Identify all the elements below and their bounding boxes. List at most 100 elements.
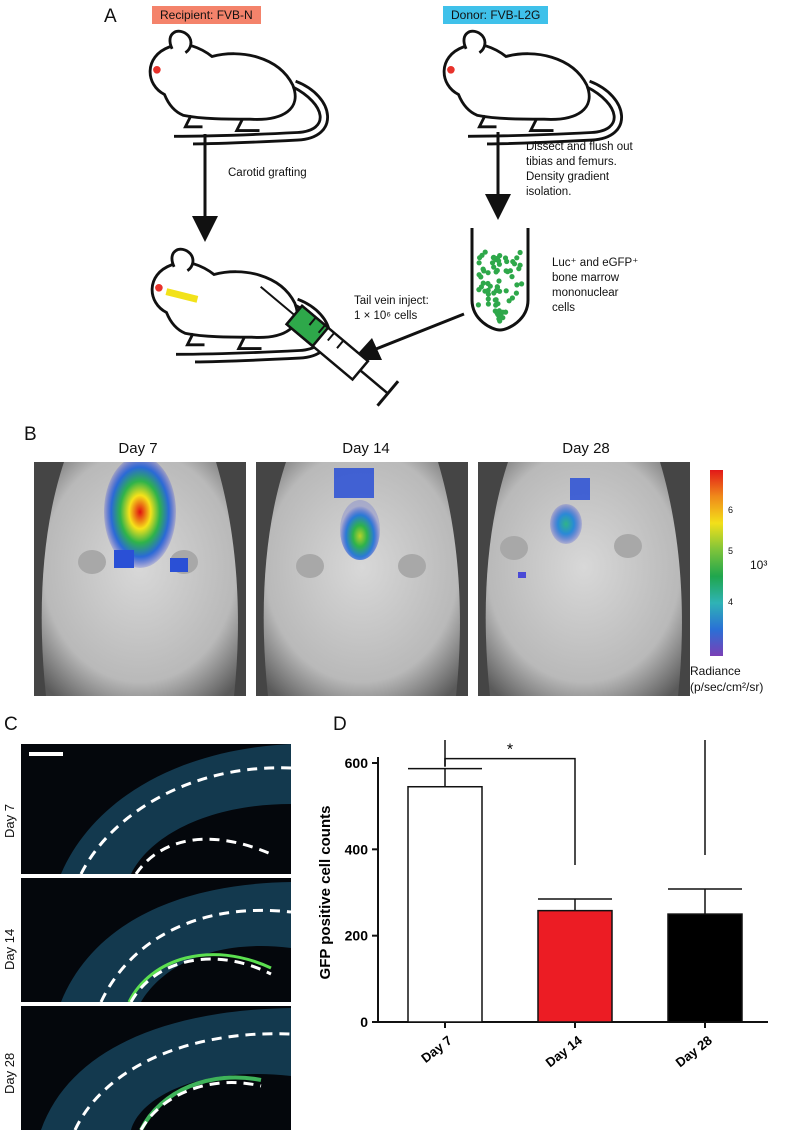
cell-dot (510, 259, 516, 265)
radiance-line-1: Radiance (690, 664, 741, 678)
inject-note: Tail vein inject: 1 × 10⁶ cells (354, 294, 429, 324)
cell-dot (485, 270, 491, 276)
colorbar-tick-5: 5 (728, 546, 734, 556)
bar-day14 (537, 909, 613, 1023)
cell-dot (514, 255, 520, 261)
cells-note: Luc⁺ and eGFP⁺ bone marrow mononuclear c… (552, 256, 638, 316)
bar-day28 (667, 913, 743, 1023)
inject-line-2: 1 × 10⁶ cells (354, 310, 418, 322)
micrograph-day14 (21, 878, 291, 1002)
micrograph-day28 (21, 1006, 291, 1130)
cell-dot (485, 301, 491, 307)
syringe-icon (260, 285, 400, 407)
cell-dot (487, 283, 493, 289)
radiance-colorbar (710, 470, 723, 656)
panel-b-day14-title: Day 14 (342, 440, 390, 457)
cell-dot (498, 314, 504, 320)
cell-dot (491, 264, 497, 270)
cell-dot (503, 288, 509, 294)
cell-dot (485, 296, 491, 302)
cell-dot (475, 302, 481, 308)
cell-dot (495, 301, 501, 307)
panel-d-letter: D (333, 714, 347, 735)
donor-mouse-icon (442, 29, 624, 146)
cell-dot (500, 309, 506, 315)
x-tick-label: Day 14 (543, 1032, 586, 1070)
dissect-note: Dissect and flush out tibias and femurs.… (526, 140, 633, 200)
cell-dot (482, 249, 488, 255)
cell-dot (494, 284, 500, 290)
bar-day7 (407, 785, 483, 1023)
cell-dot (477, 255, 483, 261)
scale-bar (29, 752, 63, 756)
significance-bracket (444, 740, 706, 856)
cell-dot (509, 274, 515, 280)
cell-dot (502, 255, 509, 261)
cell-dot (485, 287, 491, 293)
panel-b-letter: B (24, 424, 37, 445)
cell-dot (506, 298, 512, 304)
cell-dot (516, 266, 522, 272)
dissect-line-3: Density gradient (526, 171, 610, 183)
cell-dot (476, 260, 482, 266)
colorbar-tick-6: 6 (728, 505, 734, 515)
cell-dot (514, 282, 520, 288)
cell-dot (489, 260, 496, 266)
panel-a-letter: A (104, 6, 117, 27)
dissect-line-2: tibias and femurs. (526, 156, 617, 168)
cell-dot (478, 274, 484, 280)
cell-dots (475, 249, 525, 324)
radiance-label: Radiance (p/sec/cm²/sr) (690, 663, 763, 695)
cell-dot (519, 281, 525, 287)
cells-line-2: bone marrow (552, 272, 620, 284)
recipient-mouse-icon (148, 29, 330, 146)
inject-line-1: Tail vein inject: (354, 295, 429, 307)
dissect-line-1: Dissect and flush out (526, 141, 633, 153)
cell-dot (491, 290, 497, 296)
carotid-label: Carotid grafting (228, 167, 307, 179)
bli-image-day28 (478, 462, 690, 696)
y-axis-label: GFP positive cell counts (317, 806, 334, 980)
cell-dot (492, 308, 498, 314)
donor-tag: Donor: FVB-L2G (443, 6, 549, 24)
cell-dot (491, 254, 497, 260)
schematic-diagram (148, 29, 624, 407)
colorbar-unit: 10³ (750, 558, 768, 572)
cell-dot (476, 287, 482, 293)
significance-star: * (507, 742, 513, 759)
bli-image-day14 (256, 462, 468, 696)
cells-line-1: Luc⁺ and eGFP⁺ (552, 257, 639, 269)
dissect-line-4: isolation. (526, 186, 572, 198)
cell-dot (481, 268, 487, 274)
micrograph-day28-label: Day 28 (2, 1052, 17, 1094)
arrow-carotid-head (192, 216, 218, 242)
cell-dot (494, 267, 500, 274)
cell-dot (503, 268, 509, 274)
y-tick-label: 0 (360, 1014, 368, 1030)
carotid-graft-mark (165, 288, 199, 303)
arrow-inject (375, 312, 465, 351)
cell-dot (507, 268, 513, 274)
panel-c-letter: C (4, 714, 18, 735)
cells-line-3: mononuclear (552, 287, 619, 299)
cell-dot (496, 278, 502, 284)
panel-b-day7-title: Day 7 (118, 440, 158, 457)
cell-dot (480, 280, 486, 286)
micrograph-day14-label: Day 14 (2, 928, 17, 970)
cell-dot (517, 249, 523, 256)
radiance-line-2: (p/sec/cm²/sr) (690, 680, 764, 694)
colorbar-tick-4: 4 (728, 597, 734, 607)
y-tick-label: 600 (345, 755, 369, 771)
y-tick-label: 200 (345, 928, 369, 944)
cell-dot (497, 253, 503, 259)
panel-b-day28-title: Day 28 (562, 440, 610, 457)
x-tick-label: Day 7 (418, 1033, 455, 1066)
y-tick-label: 400 (345, 841, 369, 857)
arrow-donor-head (485, 194, 511, 220)
bli-image-day7 (34, 462, 246, 696)
micrograph-day7 (21, 744, 291, 874)
cell-dot (513, 290, 520, 296)
cell-dot (492, 297, 498, 303)
cells-line-4: cells (552, 302, 576, 314)
